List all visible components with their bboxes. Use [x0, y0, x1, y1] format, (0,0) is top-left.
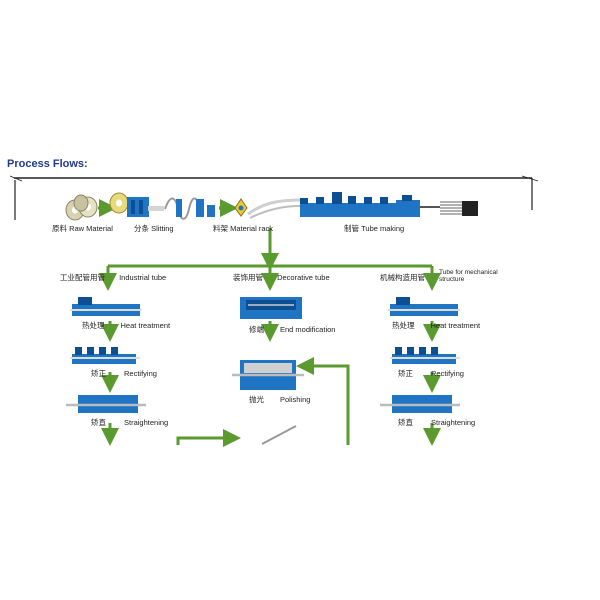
branch-industrial-tube: 工业配管用管 Industrial tube [60, 273, 167, 282]
label-material-rack: 料架 Material rack [213, 224, 274, 233]
slitting-machine-icon [109, 192, 164, 217]
left-straightening-icon [66, 395, 146, 413]
right-heat-treatment-icon [388, 297, 460, 316]
diagram-frame [9, 175, 539, 220]
middle-bottom-arrow [176, 429, 241, 447]
right-straightening-icon [380, 395, 460, 413]
branch-decorative-tube: 装饰用管 Decorative tube [233, 273, 330, 282]
tube-making-line-icon [300, 192, 478, 217]
branch-mechanical-tube-en: Tube for mechanical structure [439, 269, 498, 283]
branch-connector [99, 228, 441, 291]
return-loop-arrow [296, 357, 350, 445]
raw-material-coils-icon [65, 194, 98, 221]
material-rack-icon [164, 197, 215, 220]
label-raw-material: 原料 Raw Material [52, 224, 113, 233]
polishing-icon [232, 360, 304, 390]
label-slitting: 分条 Slitting [134, 224, 174, 233]
partial-tube-icon [261, 425, 297, 445]
forming-roll-icon [234, 198, 301, 219]
page-heading: Process Flows: [7, 158, 88, 170]
right-rectifying-icon [390, 347, 460, 364]
label-tube-making: 制管 Tube making [344, 224, 405, 233]
left-heat-treatment-icon [70, 297, 142, 316]
left-rectifying-icon [70, 347, 140, 364]
branch-mechanical-tube-cn: 机械构造用管 [380, 273, 425, 282]
end-modification-icon [240, 297, 302, 319]
